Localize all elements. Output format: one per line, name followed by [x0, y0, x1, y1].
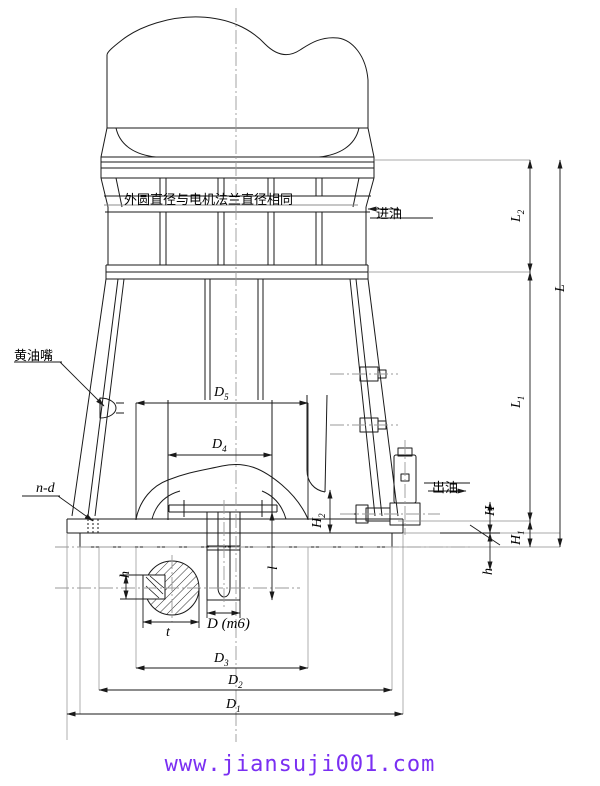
- dim-D4-sub: 4: [222, 443, 227, 454]
- output-housing-dome: [135, 463, 309, 520]
- grease-nipple-label: 黄油嘴: [14, 349, 54, 364]
- dim-D3-base: D: [214, 651, 225, 666]
- side-bracket-lugs: [359, 366, 387, 433]
- oil-inlet-label: 进油: [376, 207, 403, 222]
- dim-D3-sub: 3: [224, 657, 229, 668]
- dim-D2-sub: 2: [238, 679, 243, 690]
- lower-tapered-body: [71, 278, 399, 520]
- base-plate: [66, 518, 404, 548]
- dimension-t: t: [166, 625, 170, 640]
- dim-H2-base: H: [310, 517, 325, 528]
- flange-diameter-note: 外圆直径与电机法兰直径相同: [124, 193, 294, 208]
- oil-outlet-label: 出油: [432, 481, 459, 496]
- dimension-D3: D3: [214, 651, 229, 668]
- dimension-H1: H1: [509, 530, 526, 545]
- dim-D5-base: D: [214, 385, 225, 400]
- machine-outline: [66, 16, 421, 616]
- shaft-diameter-fit-label: D (m6): [207, 616, 250, 632]
- dim-H1-base: H: [509, 534, 524, 545]
- dimension-L: L: [553, 284, 568, 292]
- dimension-lines: [14, 159, 563, 717]
- motor-housing-cap: [106, 16, 369, 129]
- dimension-H2: H2: [310, 513, 327, 528]
- mid-flange-band: [105, 264, 369, 280]
- motor-flange-adapter: [100, 127, 375, 179]
- dim-D1-base: D: [226, 697, 237, 712]
- dim-L2-base: L: [509, 214, 524, 222]
- dim-D2-base: D: [228, 673, 239, 688]
- dimension-l-shaft: l: [266, 566, 281, 570]
- dim-L1-sub: 1: [515, 395, 526, 401]
- output-shaft: [206, 512, 241, 601]
- dimension-D4: D4: [212, 437, 227, 454]
- dimension-L2: L2: [509, 210, 526, 222]
- dimension-D2: D2: [228, 673, 243, 690]
- site-watermark: www.jiansuji001.com: [164, 752, 436, 777]
- dimension-D5: D5: [214, 385, 229, 402]
- upper-body-housing: [100, 177, 375, 265]
- bolt-hole-callout: n-d: [36, 481, 55, 496]
- dimension-D1: D1: [226, 697, 241, 714]
- dimension-h-keyway: h: [118, 571, 133, 578]
- dimension-H: H: [483, 505, 498, 516]
- dim-H2-sub: 2: [316, 513, 327, 518]
- dim-D1-sub: 1: [236, 703, 241, 714]
- grease-nipple: [99, 397, 124, 419]
- dim-L1-base: L: [509, 400, 524, 408]
- dim-H1-sub: 1: [515, 530, 526, 535]
- projection-lines: [66, 159, 561, 740]
- dimension-h-base: h: [481, 568, 496, 575]
- dim-L2-sub: 2: [515, 209, 526, 215]
- dim-D4-base: D: [212, 437, 223, 452]
- center-lines: [55, 8, 470, 742]
- dim-D5-sub: 5: [224, 391, 229, 402]
- dimension-L1: L1: [509, 396, 526, 408]
- oil-outlet-valve: [348, 447, 421, 526]
